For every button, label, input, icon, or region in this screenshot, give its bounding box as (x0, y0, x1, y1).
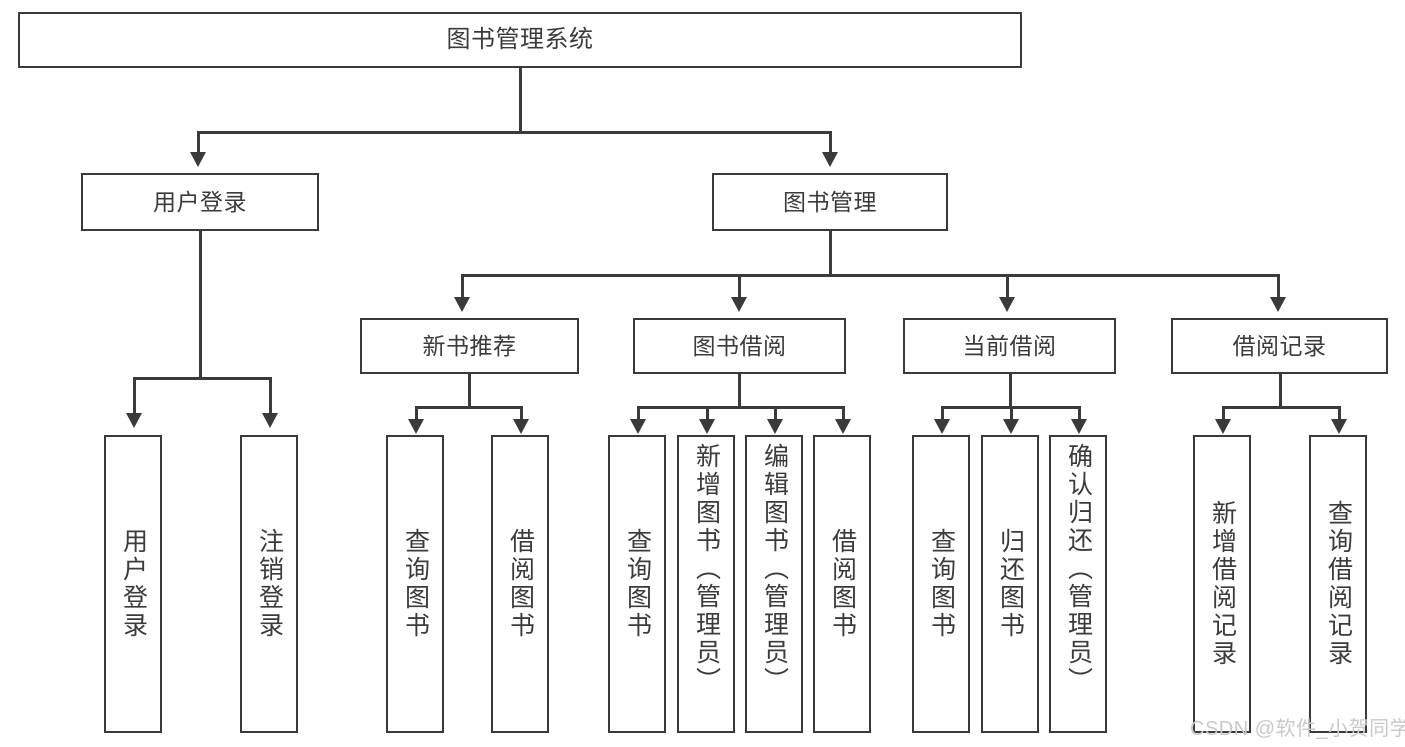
connector-bb-to-leaf-2 (706, 406, 709, 424)
node-label: 借阅图书 (506, 528, 535, 640)
node-label: 查询图书 (927, 528, 956, 640)
leaf-borrow-book-borrow[interactable]: 借阅图书 (813, 435, 871, 733)
arrowhead-leaf-logout-login (262, 413, 278, 428)
connector-bb-to-leaf-3 (774, 406, 777, 424)
node-current-borrow[interactable]: 当前借阅 (903, 318, 1116, 374)
arrowhead-leaf-query-record (1331, 419, 1347, 434)
node-label: 新书推荐 (422, 332, 517, 359)
connector-bm-to-current-borrow (1006, 274, 1009, 302)
leaf-query-book-new-rec[interactable]: 查询图书 (386, 435, 444, 733)
connector-root-bus (197, 131, 831, 134)
leaf-query-book-current[interactable]: 查询图书 (912, 435, 970, 733)
node-label: 归还图书 (996, 528, 1025, 640)
node-new-book-rec[interactable]: 新书推荐 (360, 318, 579, 374)
connector-user-login-stem (199, 231, 202, 377)
connector-br-to-leaf-2 (1338, 406, 1341, 424)
arrowhead-leaf-add-record (1215, 419, 1231, 434)
arrowhead-leaf-borrow-book-1 (513, 419, 529, 434)
connector-user-login-bus (133, 377, 271, 380)
arrowhead-leaf-user-login (126, 413, 142, 428)
connector-book-manage-bus (461, 274, 1280, 277)
node-label: 用户登录 (153, 188, 247, 215)
arrowhead-leaf-edit-book (767, 419, 783, 434)
node-label: 新增借阅记录 (1208, 500, 1237, 668)
arrowhead-leaf-return-book (1003, 419, 1019, 434)
connector-book-manage-stem (829, 231, 832, 274)
leaf-add-borrow-record[interactable]: 新增借阅记录 (1193, 435, 1251, 733)
connector-bm-to-borrow-record (1277, 274, 1280, 302)
connector-cb-stem (1009, 374, 1012, 406)
arrowhead-leaf-confirm-return (1071, 419, 1087, 434)
node-label: 编辑图书（管理员） (760, 443, 789, 695)
leaf-borrow-book-new-rec[interactable]: 借阅图书 (491, 435, 549, 733)
arrowhead-new-book-rec (454, 297, 470, 312)
leaf-query-book-borrow[interactable]: 查询图书 (608, 435, 666, 733)
connector-bb-stem (738, 374, 741, 406)
leaf-logout-login[interactable]: 注销登录 (240, 435, 298, 733)
leaf-return-book[interactable]: 归还图书 (981, 435, 1039, 733)
node-borrow-record[interactable]: 借阅记录 (1171, 318, 1388, 374)
node-book-manage[interactable]: 图书管理 (712, 173, 948, 231)
node-user-login[interactable]: 用户登录 (81, 173, 319, 231)
connector-bb-to-leaf-4 (842, 406, 845, 424)
connector-bb-bus (637, 406, 845, 409)
arrowhead-borrow-record (1270, 297, 1286, 312)
connector-user-login-to-leaf-2 (269, 377, 272, 418)
node-label: 借阅图书 (828, 528, 857, 640)
connector-br-stem (1279, 374, 1282, 406)
node-label: 新增图书（管理员） (692, 443, 721, 695)
connector-cb-to-leaf-2 (1010, 406, 1013, 424)
connector-root-stem (519, 68, 522, 131)
arrowhead-leaf-query-book-2 (630, 419, 646, 434)
node-label: 查询借阅记录 (1324, 500, 1353, 668)
arrowhead-book-manage (822, 152, 838, 167)
arrowhead-user-login (190, 152, 206, 167)
leaf-edit-book[interactable]: 编辑图书（管理员） (745, 435, 803, 733)
connector-bm-to-book-borrow (738, 274, 741, 302)
arrowhead-leaf-query-book-1 (408, 419, 424, 434)
connector-root-to-book-manage (829, 131, 832, 157)
node-label: 图书管理系统 (446, 26, 594, 54)
arrowhead-book-borrow (731, 297, 747, 312)
node-label: 确认归还（管理员） (1064, 443, 1093, 695)
arrowhead-current-borrow (999, 297, 1015, 312)
connector-cb-to-leaf-3 (1078, 406, 1081, 424)
leaf-query-borrow-record[interactable]: 查询借阅记录 (1309, 435, 1367, 733)
node-label: 借阅记录 (1232, 332, 1327, 359)
leaf-user-login[interactable]: 用户登录 (104, 435, 162, 733)
node-label: 用户登录 (119, 528, 148, 640)
node-label: 查询图书 (401, 528, 430, 640)
connector-br-bus (1222, 406, 1341, 409)
node-label: 图书管理 (783, 188, 877, 215)
node-label: 注销登录 (255, 528, 284, 640)
connector-nbr-bus (415, 406, 523, 409)
arrowhead-leaf-add-book (699, 419, 715, 434)
node-label: 当前借阅 (962, 332, 1057, 359)
node-book-borrow[interactable]: 图书借阅 (633, 318, 846, 374)
node-label: 图书借阅 (692, 332, 787, 359)
node-label: 查询图书 (623, 528, 652, 640)
connector-nbr-to-leaf-1 (415, 406, 418, 424)
connector-nbr-to-leaf-2 (520, 406, 523, 424)
connector-bb-to-leaf-1 (637, 406, 640, 424)
leaf-add-book[interactable]: 新增图书（管理员） (677, 435, 735, 733)
csdn-watermark: CSDN @软件_小贺同学 (1190, 718, 1405, 740)
connector-cb-to-leaf-1 (941, 406, 944, 424)
connector-user-login-to-leaf-1 (133, 377, 136, 418)
leaf-confirm-return[interactable]: 确认归还（管理员） (1049, 435, 1107, 733)
connector-bm-to-new-book-rec (461, 274, 464, 302)
node-root-system[interactable]: 图书管理系统 (18, 12, 1022, 68)
arrowhead-leaf-borrow-book-2 (835, 419, 851, 434)
connector-br-to-leaf-1 (1222, 406, 1225, 424)
connector-nbr-stem (468, 374, 471, 406)
connector-root-to-user-login (197, 131, 200, 157)
arrowhead-leaf-query-book-3 (934, 419, 950, 434)
